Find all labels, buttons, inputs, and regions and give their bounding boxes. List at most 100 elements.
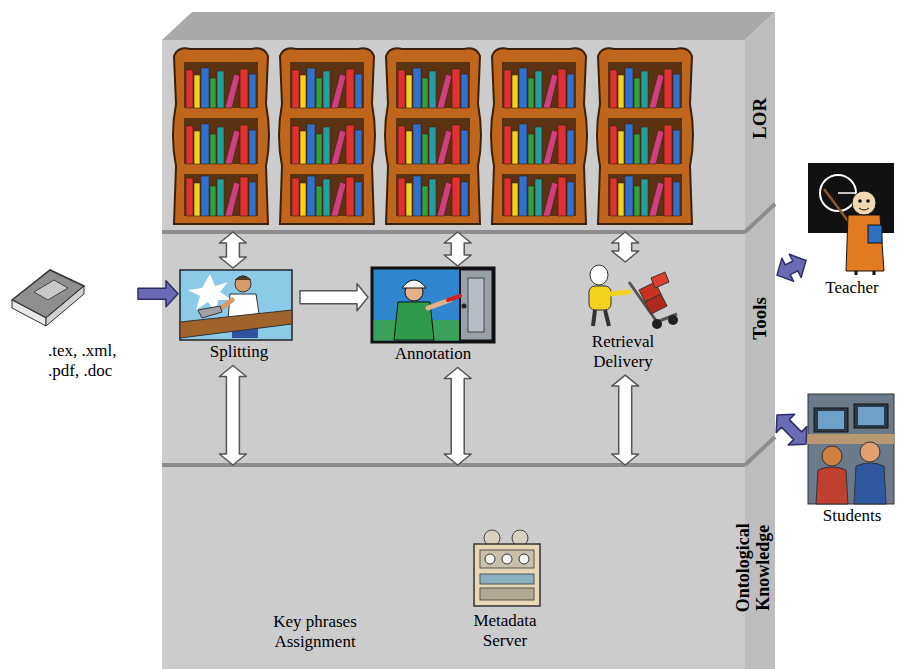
repository-box	[162, 12, 775, 669]
annotation-icon	[372, 268, 494, 342]
teacher-icon	[866, 199, 870, 203]
splitting-icon	[180, 310, 292, 338]
splitting-icon	[180, 270, 292, 340]
block-arrow	[612, 232, 639, 262]
students-icon	[860, 442, 880, 462]
students-icon	[818, 411, 844, 429]
service-label-box: Key phrases Assignment	[240, 608, 390, 655]
block-arrow	[777, 254, 806, 281]
students-icon	[808, 394, 894, 504]
server-icon	[474, 530, 540, 606]
students-icon	[814, 408, 848, 432]
node-label: Key phrases Assignment	[244, 612, 386, 651]
node-label: Annotation	[372, 344, 494, 364]
node-label: .tex, .xml, .pdf, .doc	[48, 341, 134, 380]
annotation-icon	[468, 278, 484, 332]
bookcases	[597, 48, 693, 224]
delivery-icon	[589, 286, 611, 310]
annotation-icon	[460, 270, 493, 341]
box-top	[162, 12, 775, 40]
delivery-icon	[668, 315, 678, 325]
server-icon	[502, 554, 512, 564]
delivery-icon	[652, 319, 662, 329]
layer-label: Ontological Knowledge	[734, 508, 774, 628]
delivery-icon	[651, 272, 669, 288]
delivery-icon	[593, 310, 609, 326]
node-label: Teacher	[810, 278, 894, 298]
delivery-icon	[590, 265, 608, 285]
tool-icon-box: Retrieval Delivery	[568, 262, 678, 375]
teacher-icon	[824, 189, 848, 221]
teacher-icon	[852, 191, 876, 215]
block-arrow	[138, 281, 178, 307]
layer-divider	[745, 204, 775, 232]
students-icon	[816, 467, 848, 504]
teacher-icon	[846, 215, 884, 271]
server-icon-box: Metadata Server	[455, 525, 555, 654]
annotation-icon	[372, 268, 494, 342]
teacher-icon	[856, 271, 874, 275]
book-icon	[34, 280, 68, 300]
annotation-icon	[462, 304, 467, 309]
students-icon	[854, 404, 888, 428]
teacher-icon	[808, 163, 894, 275]
layer-band: Ontological KnowledgeKey phrases Assignm…	[162, 465, 777, 669]
box-front	[162, 40, 745, 669]
server-icon	[480, 588, 534, 600]
block-arrow	[300, 284, 368, 311]
server-icon	[474, 544, 540, 606]
teacher-icon	[858, 199, 862, 203]
bookcases	[279, 48, 375, 224]
server-icon	[480, 574, 534, 584]
delivery-icon	[609, 292, 629, 294]
splitting-icon	[180, 270, 292, 340]
block-arrow	[612, 375, 639, 465]
splitting-icon	[235, 276, 251, 280]
node-label: Retrieval Delivery	[572, 332, 674, 371]
annotation-icon	[448, 296, 460, 300]
students-icon	[808, 394, 894, 504]
teacher-icon	[838, 192, 856, 194]
students-icon	[858, 407, 884, 425]
students-icon	[808, 434, 894, 444]
layer-divider	[162, 230, 745, 234]
teacher-icon	[859, 208, 869, 210]
server-icon	[480, 550, 534, 568]
delivery-icon	[589, 265, 678, 329]
bookcases	[491, 48, 587, 224]
layer-band: LOR	[162, 12, 777, 232]
teacher-icon	[868, 225, 882, 243]
server-icon	[519, 554, 529, 564]
tool-icon-box: Splitting	[178, 268, 300, 366]
block-arrow	[219, 366, 246, 466]
block-arrow	[444, 368, 471, 466]
bookcases	[173, 48, 269, 224]
splitting-icon	[235, 276, 251, 292]
actor-box: Teacher	[806, 160, 898, 302]
block-arrow	[776, 414, 807, 445]
block-arrow	[444, 232, 471, 266]
delivery-icon	[629, 282, 677, 322]
document-source-box: .tex, .xml, .pdf, .doc	[8, 255, 138, 384]
splitting-icon	[198, 306, 222, 318]
book-icon	[12, 270, 84, 326]
students-icon	[822, 446, 842, 466]
delivery-icon	[645, 294, 667, 314]
layer-label: Tools	[749, 297, 770, 340]
annotation-icon	[402, 280, 426, 288]
students-icon	[854, 463, 886, 504]
node-label: Splitting	[182, 342, 296, 362]
bookcases	[385, 48, 481, 224]
block-arrow	[219, 232, 246, 268]
node-label: Students	[810, 506, 894, 526]
actor-box: Students	[806, 392, 898, 530]
node-label: Metadata Server	[459, 611, 551, 650]
bookcases	[173, 48, 693, 224]
layer-band: ToolsSplitting Annotation Retrieval Delive…	[162, 232, 777, 465]
book-icon	[12, 300, 46, 326]
tool-icon-box: Annotation	[368, 266, 498, 368]
layer-divider	[162, 463, 745, 467]
server-icon	[485, 554, 495, 564]
layer-divider	[745, 437, 775, 465]
